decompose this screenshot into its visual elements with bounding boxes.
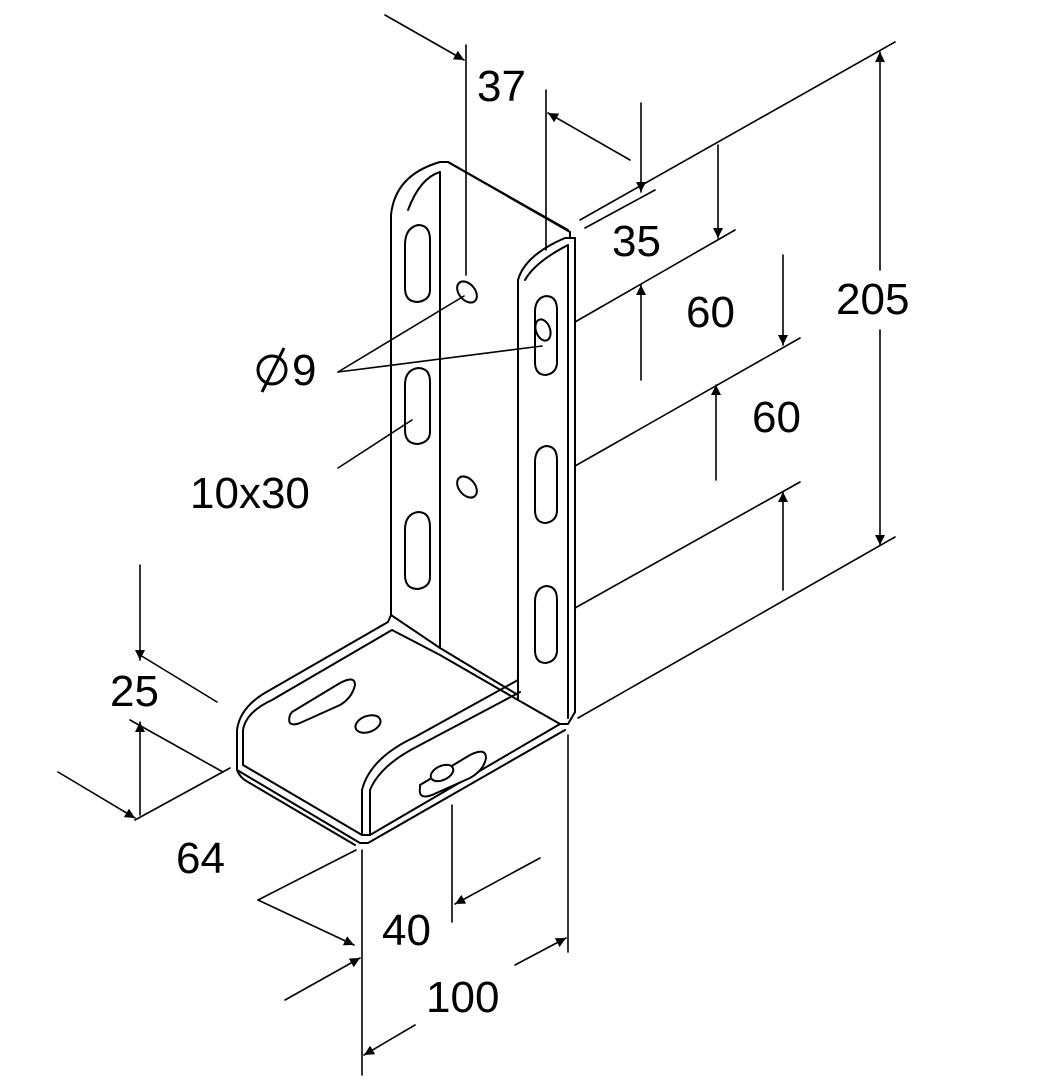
bracket-outline: [236, 161, 576, 846]
slot-right-2: [534, 444, 558, 525]
hole-back-2: [456, 475, 478, 499]
dim-25: 25: [110, 667, 159, 716]
dim-205: 205: [836, 275, 909, 324]
slot-left-2: [404, 366, 431, 446]
dimension-labels: 37 35 60 205 60 9 10x30 25 64 40 100: [110, 62, 909, 1022]
dim-slot-size: 10x30: [190, 469, 310, 518]
hole-right-flange: [534, 318, 552, 342]
dim-37: 37: [477, 62, 526, 111]
slots-and-holes: [288, 223, 558, 798]
dim-60-top: 60: [686, 288, 735, 337]
dim-hole-diameter: 9: [292, 346, 316, 395]
slot-left-1: [404, 223, 431, 304]
hole-back-1: [456, 280, 478, 304]
hole-base-2: [429, 763, 455, 783]
dim-35: 35: [612, 217, 661, 266]
dim-64: 64: [176, 834, 225, 883]
slot-right-3: [534, 584, 558, 665]
dim-60-mid: 60: [752, 393, 801, 442]
diameter-symbol: [256, 347, 288, 393]
hole-base: [354, 714, 382, 734]
slot-left-3: [404, 510, 431, 591]
dim-40: 40: [382, 906, 431, 955]
dimension-lines: [57, 14, 896, 1076]
dim-100: 100: [426, 973, 499, 1022]
slot-base-1: [288, 678, 357, 726]
